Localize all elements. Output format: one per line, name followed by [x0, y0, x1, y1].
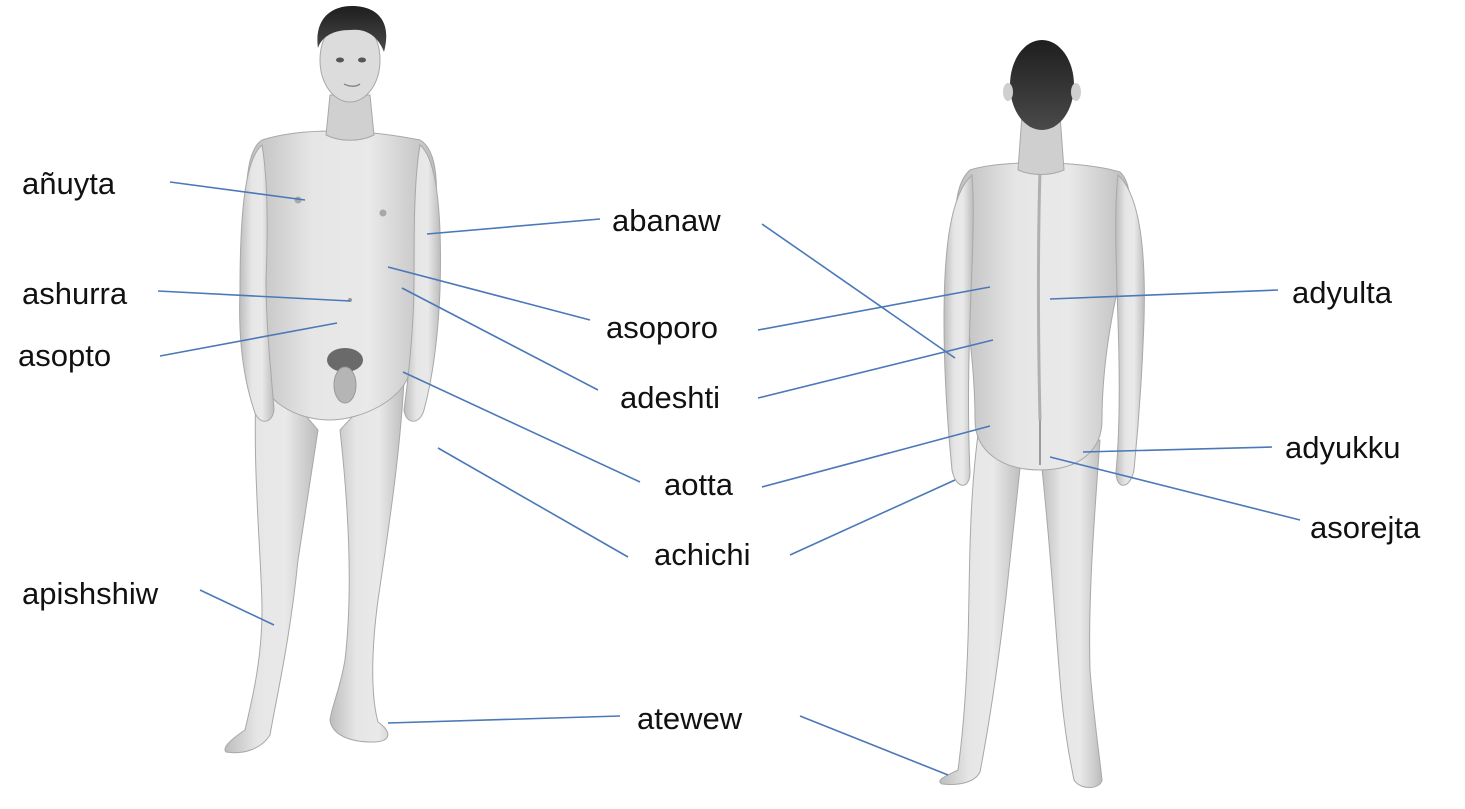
leader-line-abanaw-front	[427, 219, 600, 234]
label-abanaw: abanaw	[612, 205, 721, 236]
leader-line-achichi-back	[790, 480, 955, 555]
leader-line-aotta-front	[403, 372, 640, 482]
leader-line-atewew-front	[388, 716, 620, 723]
label-asopto: asopto	[18, 340, 111, 371]
back-view-figure	[940, 40, 1145, 788]
leader-line-atewew-back	[800, 716, 948, 775]
leader-line-achichi-front	[438, 448, 628, 557]
label-anuyta: añuyta	[22, 168, 115, 199]
label-apishshiw: apishshiw	[22, 578, 158, 609]
label-atewew: atewew	[637, 703, 742, 734]
leader-line-adyukku	[1083, 447, 1272, 452]
label-adyukku: adyukku	[1285, 432, 1400, 463]
label-achichi: achichi	[654, 539, 751, 570]
label-asoporo: asoporo	[606, 312, 718, 343]
label-adyulta: adyulta	[1292, 277, 1392, 308]
front-view-figure	[225, 6, 440, 753]
label-ashurra: ashurra	[22, 278, 127, 309]
label-aotta: aotta	[664, 469, 733, 500]
label-adeshti: adeshti	[620, 382, 720, 413]
label-asorejta: asorejta	[1310, 512, 1420, 543]
leader-line-abanaw-back	[762, 224, 955, 358]
